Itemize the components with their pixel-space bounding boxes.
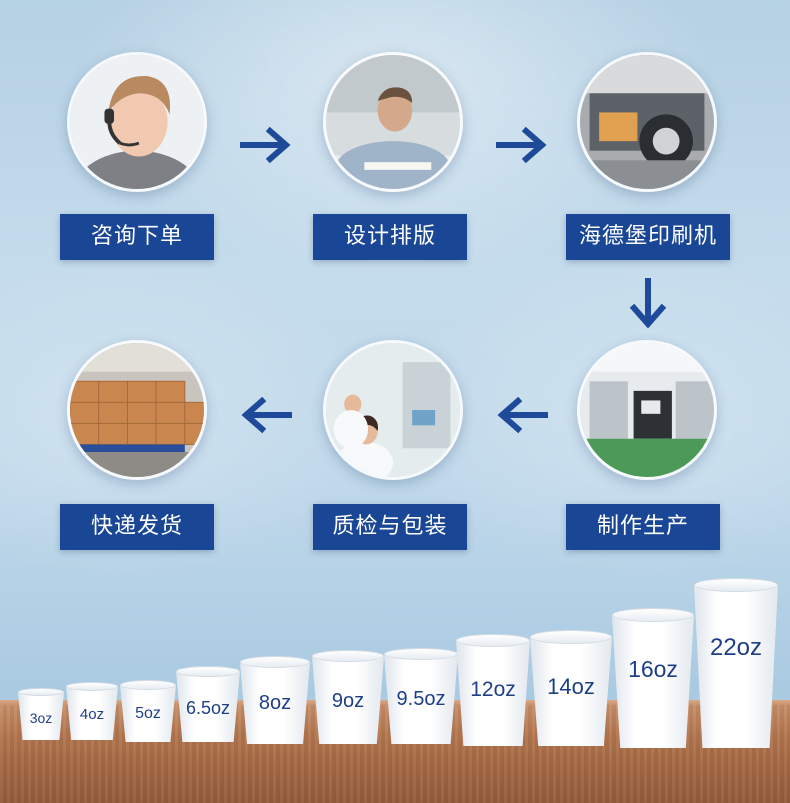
step-label-printing: 海德堡印刷机 [566,214,730,260]
customer-service-icon [70,55,204,189]
designer-icon [326,55,460,189]
step-photo-delivery [67,340,207,480]
arrow-right-icon [496,127,547,163]
cup-size-label: 9.5oz [396,688,446,710]
arrow-right-2 [496,127,548,163]
step-label-design: 设计排版 [313,214,467,260]
step-label-consult: 咨询下单 [60,214,214,260]
arrow-left-2 [496,397,548,433]
step-photo-design [323,52,463,192]
cup-12oz: 12oz [456,634,530,746]
step-photo-inspection [323,340,463,480]
arrow-down-icon [630,278,666,329]
step-label-delivery: 快递发货 [60,504,214,550]
step-label-production: 制作生产 [566,504,720,550]
step-photo-printing [577,52,717,192]
step-photo-consult [67,52,207,192]
cup-4oz: 4oz [66,682,118,740]
cup-size-label: 14oz [547,674,595,699]
cup-size-label: 12oz [470,678,516,701]
cup-size-label: 22oz [709,634,763,661]
arrow-down [630,278,666,330]
cup-14oz: 14oz [530,630,612,746]
cup-9oz: 9oz [312,650,384,744]
step-photo-production [577,340,717,480]
step-label-inspection: 质检与包装 [313,504,467,550]
cup-22oz: 22oz [694,578,778,748]
cup-size-label: 16oz [628,656,678,682]
cup-5oz: 5oz [120,680,176,742]
cup-size-label: 9oz [331,690,365,712]
printing-machine-icon [580,55,714,189]
arrow-left-icon [497,397,548,433]
cup-size-label: 8oz [258,692,292,714]
cup-3oz: 3oz [18,688,64,740]
cup-size-label: 5oz [135,705,161,722]
cup-size-label: 4oz [79,706,105,723]
cup-8oz: 8oz [240,656,310,744]
production-line-icon [580,343,714,477]
inspection-icon [326,343,460,477]
cup-size-label: 3oz [29,710,53,726]
cup-6-5oz: 6.5oz [176,666,240,742]
cup-9-5oz: 9.5oz [384,648,458,744]
arrow-right-1 [240,127,292,163]
arrow-left-icon [241,397,292,433]
cup-size-label: 6.5oz [185,698,231,718]
arrow-left-1 [240,397,292,433]
arrow-right-icon [240,127,291,163]
warehouse-icon [70,343,204,477]
cup-16oz: 16oz [612,608,694,748]
